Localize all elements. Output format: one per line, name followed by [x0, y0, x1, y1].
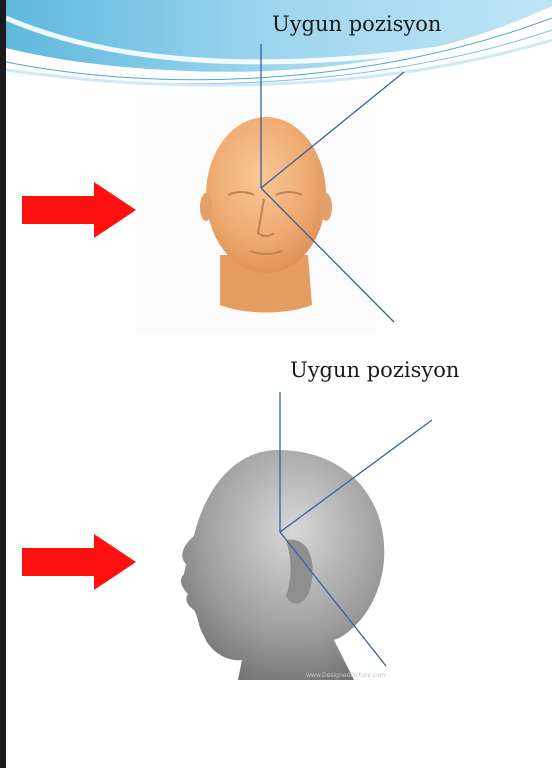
- caption-bottom: Uygun pozisyon: [290, 358, 459, 382]
- slide: Uygun pozisyon Uygun pozisyon: [6, 0, 552, 768]
- right-arrow-icon: [22, 182, 136, 238]
- caption-top: Uygun pozisyon: [272, 12, 441, 36]
- mannequin-head-front-image: [136, 95, 376, 335]
- gray-head-side-image: [158, 440, 398, 680]
- watermark-text: www.DesignedPicture.com: [306, 672, 386, 679]
- right-arrow-icon: [22, 534, 136, 590]
